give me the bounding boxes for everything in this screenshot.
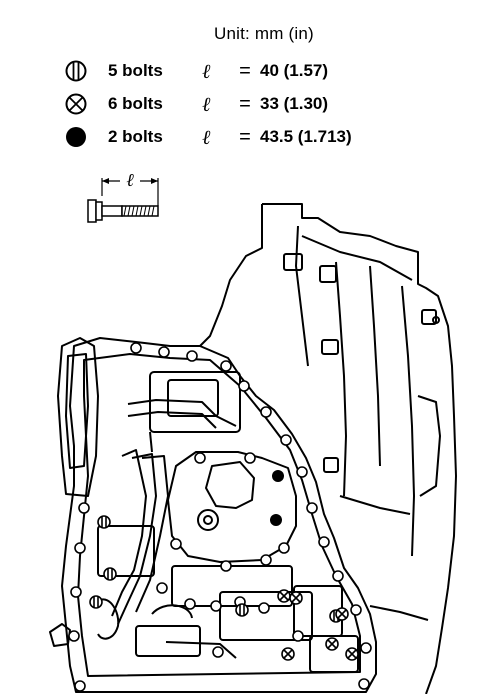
fluid-line-1 — [111, 449, 147, 617]
fluid-line-3 — [135, 455, 169, 613]
legend-value: 40 (1.57) — [260, 61, 329, 80]
unit-label: Unit: mm (in) — [214, 24, 314, 43]
pump-housing — [57, 337, 99, 497]
transmission-case-outline — [262, 203, 457, 694]
legend-length-symbol: ℓ — [202, 91, 211, 116]
legend-equals: = — [239, 125, 251, 148]
dimension-arrow-right — [151, 178, 158, 184]
legend-length-symbol: ℓ — [202, 124, 211, 149]
filled-bolts — [270, 470, 284, 526]
dimension-arrow-left — [102, 178, 109, 184]
legend-value: 33 (1.30) — [260, 94, 329, 113]
dimension-length-label: ℓ — [126, 170, 134, 191]
filled-circle-icon — [66, 127, 86, 147]
legend-equals: = — [239, 59, 251, 82]
upper-valve-block — [149, 371, 241, 433]
oil-pan-outline — [61, 337, 377, 693]
legend-count: 5 bolts — [108, 61, 163, 80]
case-inner-line — [295, 225, 309, 367]
circle-bar-icon — [65, 60, 87, 82]
legend-count: 2 bolts — [108, 127, 163, 146]
legend-row-2-bolts: 2 bolts ℓ = 43.5 (1.713) — [64, 124, 352, 150]
legend-count: 6 bolts — [108, 94, 163, 113]
legend-row-5-bolts: 5 bolts ℓ = 40 (1.57) — [64, 58, 328, 84]
circle-bar-bolts — [89, 515, 343, 623]
legend-equals: = — [239, 92, 251, 115]
legend-row-6-bolts: 6 bolts ℓ = 33 (1.30) — [64, 91, 328, 117]
circle-cross-bolts — [277, 589, 359, 661]
circle-cross-icon — [65, 93, 87, 115]
legend-value: 43.5 (1.713) — [260, 127, 352, 146]
case-flange-top — [199, 204, 263, 347]
bolt-icon — [87, 199, 159, 223]
fluid-line-2 — [117, 453, 157, 625]
legend-length-symbol: ℓ — [202, 58, 211, 83]
pan-bolts — [68, 342, 372, 692]
bolt-length-reference: ℓ — [87, 170, 159, 223]
valve-body-diagram — [49, 203, 457, 694]
